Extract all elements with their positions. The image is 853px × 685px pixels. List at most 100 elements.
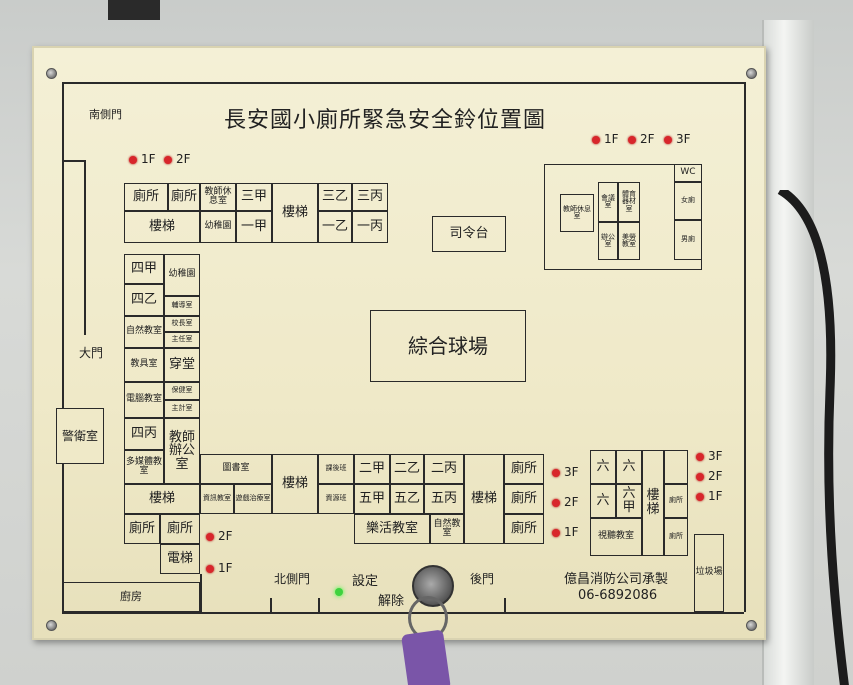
room-after-class: 課後班	[318, 454, 354, 484]
wall	[270, 598, 272, 612]
floor-label: 2F	[564, 495, 579, 509]
hallway: 穿堂	[164, 348, 200, 382]
room-stairs: 樓梯	[124, 484, 200, 514]
room-toilet: 廁所	[504, 454, 544, 484]
maker-label: 億昌消防公司承製	[564, 572, 669, 587]
alarm-3f	[664, 136, 672, 144]
room-sports: 體育器材室	[618, 182, 640, 222]
frame-top	[62, 82, 744, 84]
floor-label: 2F	[640, 132, 655, 146]
wall	[504, 598, 506, 612]
room-2b: 二乙	[390, 454, 424, 484]
wc: WC	[674, 164, 702, 182]
room-av: 視聽教室	[590, 518, 642, 556]
alarm-2f	[206, 533, 214, 541]
room-resource: 資源班	[318, 484, 354, 514]
alarm-1f	[592, 136, 600, 144]
alarm-2f	[696, 473, 704, 481]
room-5b: 五乙	[390, 484, 424, 514]
screw	[746, 68, 757, 79]
room-2c: 二丙	[424, 454, 464, 484]
frame-left	[62, 82, 64, 612]
room-toilet: 廁所	[664, 518, 688, 556]
room-stairs: 樓梯	[272, 183, 318, 243]
alarm-2f	[552, 499, 560, 507]
alarm-1f	[206, 565, 214, 573]
room-5a: 五甲	[354, 484, 390, 514]
room-female-wc: 女廁	[674, 182, 702, 220]
room-3c: 三丙	[352, 183, 388, 211]
room-toilet: 廁所	[504, 484, 544, 514]
room-blank	[664, 450, 688, 484]
room-5c: 五丙	[424, 484, 464, 514]
panel-title: 長安國小廁所緊急安全鈴位置圖	[224, 108, 547, 133]
status-led	[335, 588, 343, 596]
room-meeting: 會議室	[598, 182, 618, 222]
floor-label: 3F	[676, 132, 691, 146]
room-6a: 六甲	[616, 484, 642, 518]
floor-label: 2F	[176, 152, 191, 166]
room-equipment: 教具室	[124, 348, 164, 382]
room-it: 資訊教室	[200, 484, 234, 514]
north-door-label: 北側門	[274, 572, 311, 586]
wall	[84, 160, 86, 335]
south-door-label: 南側門	[89, 108, 122, 121]
room-4b: 四乙	[124, 284, 164, 316]
release-label: 解除	[378, 594, 405, 609]
room-stairs: 樓梯	[272, 454, 318, 514]
podium: 司令台	[432, 216, 506, 252]
alarm-2f	[628, 136, 636, 144]
room-kindergarten: 幼稚園	[164, 254, 200, 296]
main-gate-label: 大門	[79, 346, 104, 360]
room-6: 六	[616, 450, 642, 484]
frame-right	[744, 82, 746, 612]
room-3b: 三乙	[318, 183, 352, 211]
guard-room: 警衛室	[56, 408, 104, 464]
floor-label: 1F	[604, 132, 619, 146]
screw	[46, 68, 57, 79]
alarm-1f	[552, 529, 560, 537]
floor-label: 1F	[564, 525, 579, 539]
room-health: 保健室	[164, 382, 200, 400]
wall-switch	[108, 0, 160, 20]
room-computer: 電腦教室	[124, 382, 164, 418]
screw	[746, 620, 757, 631]
floor-label: 1F	[218, 561, 233, 575]
room-counseling: 輔導室	[164, 296, 200, 316]
room-1c: 一丙	[352, 211, 388, 243]
room-4a: 四甲	[124, 254, 164, 284]
room-stairs: 樓梯	[124, 211, 200, 243]
room-office: 辦公室	[598, 222, 618, 260]
room-3a: 三甲	[236, 183, 272, 211]
alarm-3f	[696, 453, 704, 461]
room-director: 主任室	[164, 332, 200, 348]
room-6: 六	[590, 484, 616, 518]
room-toilet: 廁所	[124, 183, 168, 211]
room-stairs: 樓梯	[642, 450, 664, 556]
room-male-wc: 男廁	[674, 220, 702, 260]
floor-label: 2F	[708, 469, 723, 483]
room-toilet: 廁所	[168, 183, 200, 211]
room-nature: 自然教室	[430, 514, 464, 544]
room-4c: 四丙	[124, 418, 164, 450]
wall	[318, 598, 320, 612]
floor-label: 3F	[564, 465, 579, 479]
alarm-location-panel: 南側門 長安國小廁所緊急安全鈴位置圖 1F 2F 1F 2F 3F 大門 警衛室…	[32, 46, 766, 640]
floor-label: 1F	[708, 489, 723, 503]
garbage-area: 垃圾場	[694, 534, 724, 612]
room-multimedia: 多媒體教室	[124, 450, 164, 484]
elevator: 電梯	[160, 544, 200, 574]
alarm-1f	[696, 493, 704, 501]
wall	[200, 574, 202, 612]
sports-court: 綜合球場	[370, 310, 526, 382]
room-stairs: 樓梯	[464, 454, 504, 544]
setup-label: 設定	[352, 574, 379, 589]
alarm-3f	[552, 469, 560, 477]
room-music: 樂活教室	[354, 514, 430, 544]
room-principal: 校長室	[164, 316, 200, 332]
room-teacher-rest: 教師休息室	[560, 194, 594, 232]
alarm-2f	[164, 156, 172, 164]
room-library: 圖書室	[200, 454, 272, 484]
room-toilet: 廁所	[124, 514, 160, 544]
